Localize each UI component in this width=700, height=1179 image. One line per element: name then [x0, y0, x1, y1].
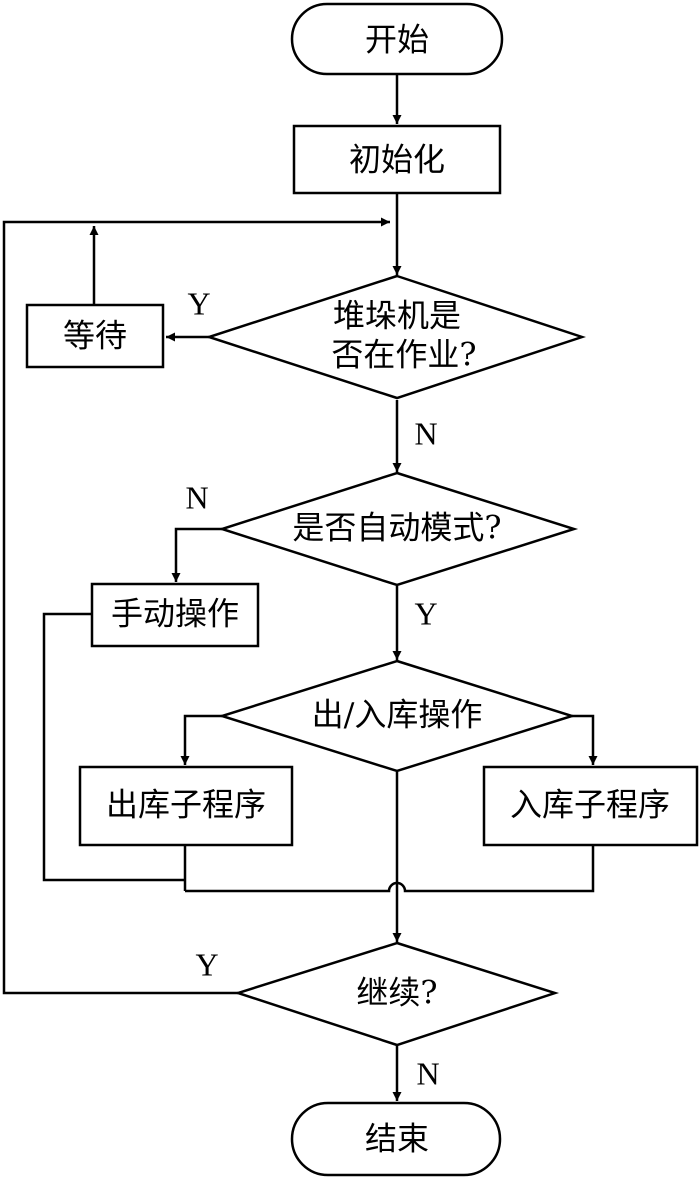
edge-auto-manual — [171, 527, 222, 582]
inout-label: 出/入库操作 — [312, 696, 483, 734]
auto-decision — [217, 471, 579, 587]
init-box — [292, 124, 502, 195]
end-label: 结束 — [365, 1120, 429, 1158]
auto-no-label: N — [185, 479, 208, 515]
end-terminal — [290, 1101, 502, 1177]
continue-yes-label: Y — [195, 946, 218, 982]
init-label: 初始化 — [349, 141, 445, 179]
continue-no-label: N — [416, 1055, 439, 1091]
auto-label: 是否自动模式? — [292, 509, 501, 547]
working-label-line1: 堆垛机是 — [333, 297, 461, 335]
out-sub-label: 出库子程序 — [106, 786, 266, 824]
edge-manual-merge — [42, 612, 185, 882]
working-label-line2: 否在作业? — [331, 336, 476, 374]
in-sub-label: 入库子程序 — [510, 786, 670, 824]
edge-merge-bump — [185, 846, 595, 893]
auto-yes-label: Y — [414, 595, 437, 631]
working-decision — [204, 274, 586, 400]
manual-label: 手动操作 — [111, 595, 239, 633]
wait-label: 等待 — [63, 317, 127, 355]
start-terminal — [290, 2, 504, 76]
wait-box — [25, 303, 165, 369]
continue-label: 继续? — [356, 974, 437, 1012]
in-sub-box — [482, 765, 699, 847]
working-no-label: N — [414, 415, 437, 451]
manual-box — [90, 582, 260, 648]
start-label: 开始 — [365, 21, 429, 59]
edge-inout-out — [180, 714, 222, 765]
out-sub-box — [78, 765, 294, 847]
edge-inout-in — [572, 714, 598, 765]
continue-decision — [233, 941, 560, 1047]
edge-continue-loop — [2, 217, 390, 995]
working-yes-label: Y — [187, 285, 210, 321]
inout-decision — [217, 659, 577, 773]
